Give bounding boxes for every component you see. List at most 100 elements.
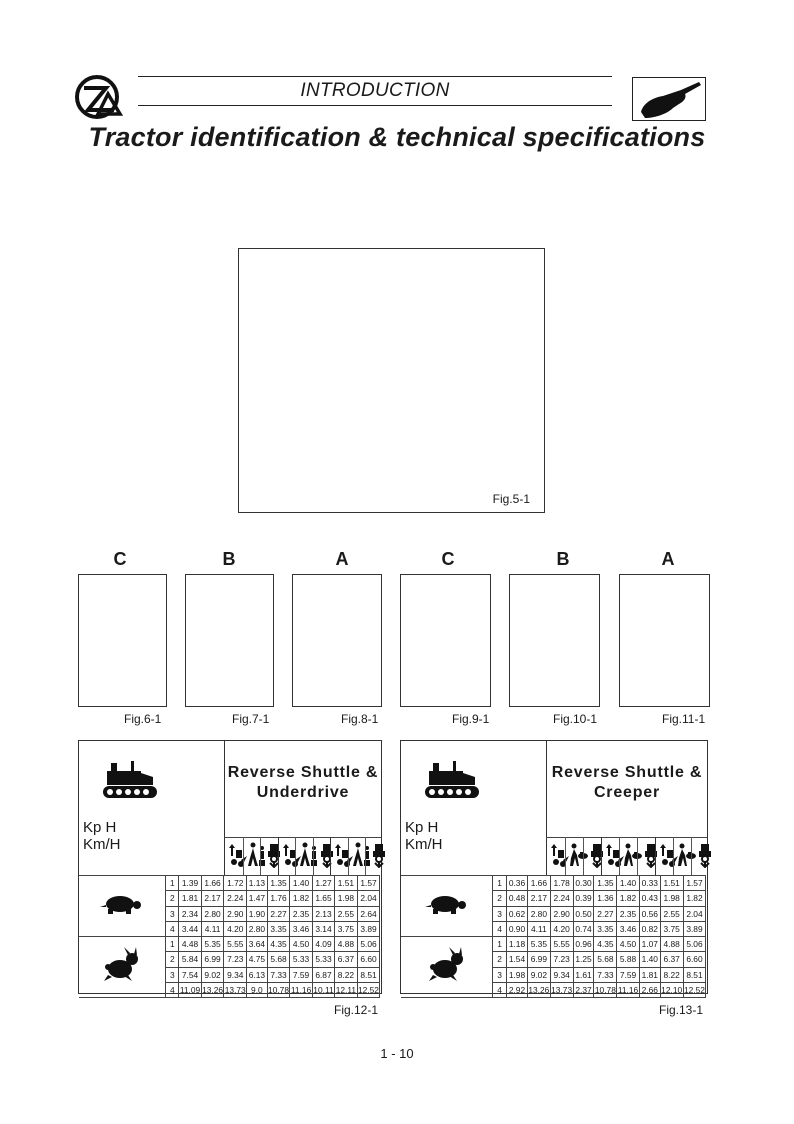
speed-value: 1.82 <box>616 890 640 907</box>
speed-value: 1.72 <box>223 874 248 892</box>
speed-value: 3.75 <box>659 920 684 938</box>
speed-value: 9.0 <box>246 981 268 999</box>
speed-value: 1.13 <box>246 874 268 892</box>
speed-value: 7.59 <box>289 966 313 983</box>
gear-column-header <box>260 837 281 875</box>
header-rule-bottom <box>138 105 612 106</box>
creeper-gear-icon <box>570 843 588 866</box>
speed-value: 6.37 <box>659 951 684 968</box>
reverse-gear-icon <box>320 844 333 868</box>
figure-caption: Fig.6-1 <box>124 712 162 726</box>
speed-value: 2.37 <box>572 981 595 999</box>
gear-number: 2 <box>492 890 507 907</box>
header-rule-top <box>138 76 612 77</box>
speed-value: 0.74 <box>572 920 595 938</box>
speed-value: 6.87 <box>311 966 336 983</box>
speed-value: 6.37 <box>334 951 358 968</box>
table-title: Reverse Shuttle &Creeper <box>547 763 707 803</box>
gear-number: 3 <box>165 905 180 922</box>
speed-value: 1.40 <box>616 874 640 892</box>
speed-value: 5.06 <box>356 935 381 953</box>
speed-value: 6.13 <box>246 966 268 983</box>
speed-value: 5.68 <box>266 951 291 968</box>
figure-5-frame: Fig.5-1 <box>238 248 545 513</box>
speed-value: 2.04 <box>356 890 381 907</box>
gear-column-header <box>242 837 265 875</box>
figure-letter: B <box>222 549 236 569</box>
speed-value: 1.57 <box>682 874 707 892</box>
speed-value: 0.96 <box>572 935 595 953</box>
speed-value: 1.27 <box>311 874 336 892</box>
speed-value: 4.09 <box>311 935 336 953</box>
turtle-icon <box>100 896 142 914</box>
speed-value: 0.30 <box>572 874 595 892</box>
speed-value: 4.48 <box>178 935 202 953</box>
reverse-gear-icon <box>591 844 603 868</box>
speed-value: 0.50 <box>572 905 595 922</box>
speed-value: 2.24 <box>223 890 248 907</box>
gear-column-header <box>347 837 370 875</box>
table-title-line: Reverse Shuttle & <box>227 764 379 781</box>
speed-value: 1.39 <box>178 874 202 892</box>
speed-value: 2.90 <box>223 905 248 922</box>
gear-column-header <box>673 837 696 875</box>
unit-label: Kp H <box>405 819 439 836</box>
gear-column-header <box>655 837 678 875</box>
gear-column-header <box>277 837 301 875</box>
speed-value: 8.51 <box>356 966 381 983</box>
speed-value: 0.48 <box>505 890 528 907</box>
speed-value: 4.20 <box>223 920 248 938</box>
speed-value: 5.84 <box>178 951 202 968</box>
unit-label: Kp H <box>83 819 117 836</box>
header-divider <box>546 837 707 838</box>
figure-7-frame <box>185 574 274 707</box>
gear-number: 1 <box>165 935 180 953</box>
speed-value: 4.35 <box>593 935 618 953</box>
speed-value: 1.82 <box>682 890 707 907</box>
speed-value: 0.56 <box>638 905 661 922</box>
figure-11-frame <box>619 574 710 707</box>
gear-number: 3 <box>492 966 507 983</box>
forward-gear-icon <box>551 844 569 867</box>
speed-value: 1.54 <box>505 951 528 968</box>
speed-value: 7.59 <box>616 966 640 983</box>
header-divider <box>224 741 225 875</box>
gear-column-header <box>547 837 569 875</box>
table-title-line: Creeper <box>593 784 661 801</box>
speed-value: 1.35 <box>593 874 618 892</box>
gear-number: 1 <box>492 874 507 892</box>
forward-gear-icon <box>229 844 247 867</box>
gear-number: 4 <box>492 920 507 938</box>
speed-value: 2.66 <box>638 981 661 999</box>
speed-value: 11.09 <box>178 981 202 999</box>
gear-icon-row <box>547 837 711 875</box>
figure-5-caption: Fig.5-1 <box>492 492 530 506</box>
speed-value: 5.88 <box>616 951 640 968</box>
speed-value: 9.34 <box>549 966 574 983</box>
speed-value: 2.92 <box>505 981 528 999</box>
speed-value: 2.90 <box>549 905 574 922</box>
unit-label: Km/H <box>405 836 443 853</box>
speed-value: 1.51 <box>659 874 684 892</box>
speed-value: 3.35 <box>266 920 291 938</box>
speed-value: 5.55 <box>549 935 574 953</box>
speed-value: 1.90 <box>246 905 268 922</box>
speed-value: 1.98 <box>334 890 358 907</box>
gear-column-header <box>583 837 603 875</box>
speed-value: 2.24 <box>549 890 574 907</box>
speed-value: 4.88 <box>659 935 684 953</box>
speed-value: 1.35 <box>266 874 291 892</box>
speed-value: 0.39 <box>572 890 595 907</box>
rabbit-icon <box>428 947 463 981</box>
speed-value: 4.11 <box>526 920 551 938</box>
